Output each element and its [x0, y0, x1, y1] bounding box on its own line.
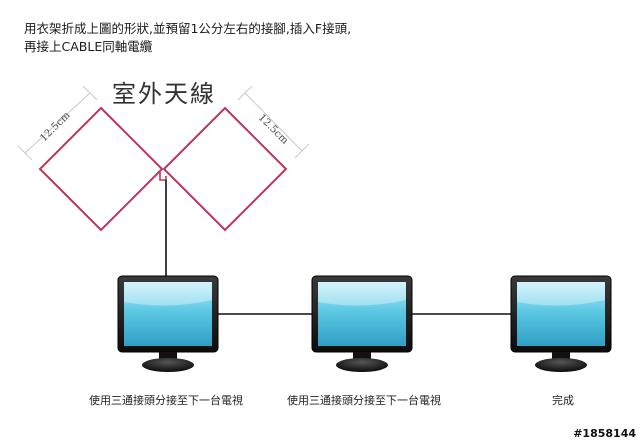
monitor-1-caption: 使用三通接頭分接至下一台電視	[89, 394, 243, 407]
antenna-feed-point	[159, 172, 167, 181]
monitor-3-caption: 完成	[552, 394, 574, 407]
left-dimension-guide	[17, 85, 98, 161]
monitor-3	[510, 275, 612, 372]
instruction-line-1: 用衣架折成上圖的形狀,並預留1公分左右的接腳,插入F接頭,	[24, 21, 352, 36]
right-dimension-guide	[237, 85, 310, 159]
monitor-2	[311, 275, 413, 372]
antenna-title: 室外天線	[112, 80, 216, 108]
watermark: #1858144	[573, 427, 636, 440]
monitor-screen	[318, 282, 406, 346]
monitor-screen	[517, 282, 605, 346]
monitor-screen	[124, 282, 212, 346]
instructions: 用衣架折成上圖的形狀,並預留1公分左右的接腳,插入F接頭, 再接上CABLE同軸…	[24, 20, 351, 56]
right-dimension-label: 12.5cm	[256, 112, 291, 147]
left-dimension-label: 12.5cm	[38, 110, 73, 145]
instruction-line-2: 再接上CABLE同軸電纜	[24, 39, 153, 54]
monitor-1	[117, 275, 219, 372]
antenna-right-diamond	[162, 106, 288, 232]
antenna-left-diamond	[38, 106, 164, 232]
monitor-2-caption: 使用三通接頭分接至下一台電視	[287, 394, 441, 407]
